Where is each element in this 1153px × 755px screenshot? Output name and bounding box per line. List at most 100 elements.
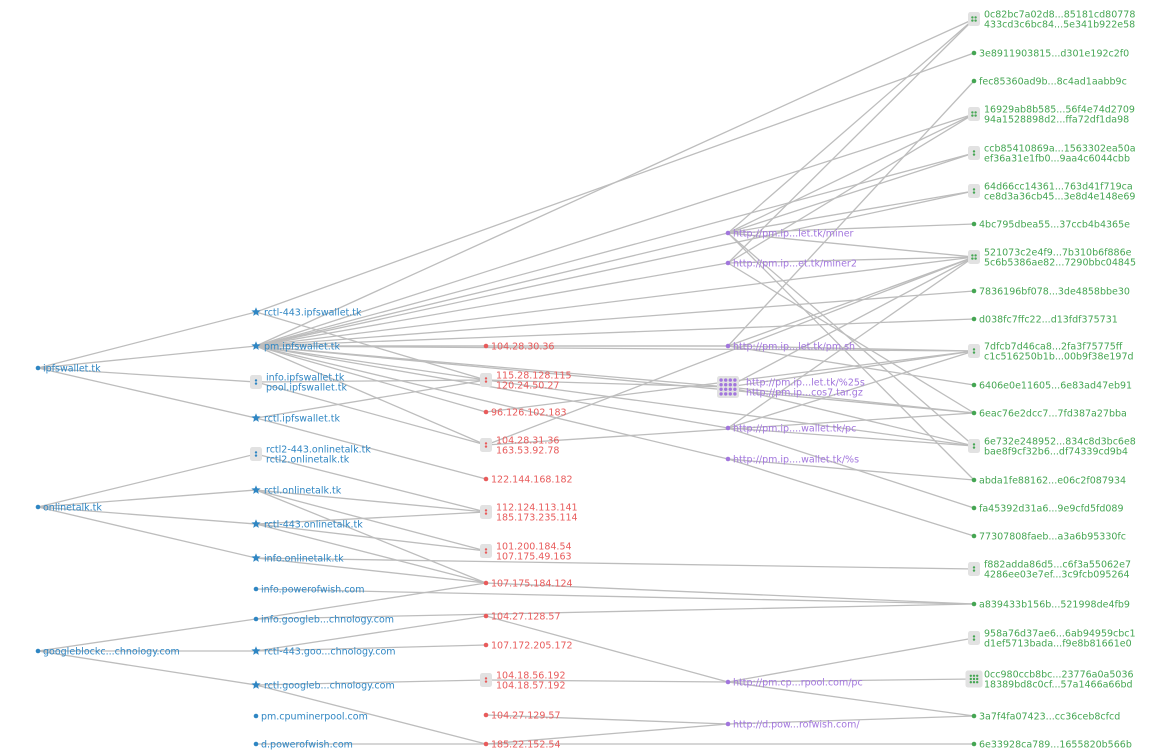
domain-node[interactable]: rctl.onlinetalk.tk [251, 485, 342, 497]
edge-line [255, 152, 975, 347]
edge-line [727, 18, 975, 264]
domain-node[interactable]: ipfswallet.tk [35, 364, 101, 375]
domain-node[interactable]: rctl.ipfswallet.tk [251, 413, 340, 425]
hash-node-icon [971, 477, 977, 483]
ip-node[interactable]: 104.28.30.36 [483, 342, 555, 353]
ip-node[interactable]: 104.27.128.57 [483, 612, 561, 623]
hash-node[interactable]: 6e33928ca789...1655820b566b [971, 740, 1132, 751]
edge-line [727, 350, 975, 429]
ip-label: 104.27.129.57 [491, 711, 561, 722]
edge-line [255, 417, 487, 480]
hash-node[interactable]: 0c82bc7a02d8...85181cd80778433cd3c6bc84.… [968, 10, 1135, 31]
ip-node[interactable]: 104.27.129.57 [483, 711, 561, 722]
nodes-layer: ipfswallet.tk onlinetalk.tk googleblockc..… [35, 10, 1136, 751]
edge-line [37, 506, 257, 559]
hash-node-icon [971, 78, 977, 84]
ip-node[interactable]: 122.144.168.182 [483, 475, 573, 486]
url-node-icon [725, 343, 731, 349]
domain-node[interactable]: info.onlinetalk.tk [251, 553, 344, 565]
hash-label: 521073c2e4f9...7b310b6f886e [984, 248, 1132, 259]
hash-node[interactable]: fec85360ad9b...8c4ad1aabb9c [971, 77, 1127, 88]
edge-line [255, 684, 487, 745]
domain-node[interactable]: info.googleb...chnology.com [253, 615, 394, 626]
domain-node[interactable]: info.powerofwish.com [253, 585, 365, 596]
hash-node[interactable]: 3a7f4fa07423...cc36ceb8cfcd [971, 712, 1121, 723]
domain-node-icon [253, 741, 259, 747]
edge-line [255, 381, 487, 446]
ip-node[interactable]: 96.126.102.183 [483, 408, 567, 419]
hash-node-icon [971, 601, 977, 607]
domain-node[interactable]: pm.cpuminerpool.com [253, 712, 368, 723]
url-node[interactable]: http://pm.cp...rpool.com/pc [725, 678, 863, 689]
hash-node[interactable]: 77307808faeb...a3a6b95330fc [971, 532, 1126, 543]
hash-node[interactable]: 16929ab8b585...56f4e74d270994a1528898d2.… [968, 105, 1135, 126]
hash-node-icon [971, 221, 977, 227]
hash-node[interactable]: 0cc980ccb8bc...23776a0a503618389bd8c0cf.… [965, 670, 1134, 691]
edge-line [255, 345, 975, 414]
domain-node[interactable]: pm.ipfswallet.tk [251, 341, 340, 353]
edge-line [255, 588, 975, 605]
edge-line [37, 506, 257, 525]
url-node[interactable]: http://pm.ip...let.tk/pm.sh [725, 342, 855, 353]
hash-node[interactable]: 4bc795dbea55...37ccb4b4365e [971, 220, 1130, 231]
hash-node[interactable]: 521073c2e4f9...7b310b6f886e5c6b5386ae82.… [968, 248, 1136, 269]
hash-node[interactable]: 7dfcb7d46ca8...2fa3f75775ffc1c516250b1b.… [968, 342, 1134, 363]
edge-line [727, 256, 975, 347]
edge-line [37, 650, 257, 686]
hash-label: 7836196bf078...3de4858bbe30 [979, 287, 1130, 298]
hash-node[interactable]: 7836196bf078...3de4858bbe30 [971, 287, 1130, 298]
domain-node[interactable]: googleblockc...chnology.com [35, 647, 180, 658]
ip-node[interactable]: 107.175.184.124 [483, 579, 573, 590]
hash-label: 16929ab8b585...56f4e74d2709 [984, 105, 1135, 116]
star-icon [251, 307, 261, 316]
hash-node[interactable]: 64d66cc14361...763d41f719cace8d3a36cb45.… [968, 182, 1135, 203]
ip-node[interactable]: 107.172.205.172 [483, 641, 573, 652]
domain-node[interactable]: rctl.googleb...chnology.com [251, 680, 395, 692]
hash-node[interactable]: fa45392d31a6...9e9cfd5fd089 [971, 504, 1124, 515]
hash-node[interactable]: 6e732e248952...834c8d3bc6e8bae8f9cf32b6.… [968, 437, 1136, 458]
edge-line [727, 681, 975, 717]
url-node[interactable]: http://pm.ip...et.tk/miner2 [725, 259, 857, 270]
url-node[interactable]: http://d.pow...rofwish.com/ [725, 720, 861, 731]
hash-node[interactable]: 3e8911903815...d301e192c2f0 [971, 49, 1129, 60]
hash-node[interactable]: 958a76d37ae6...6ab94959cbc1d1ef5713bada.… [968, 629, 1136, 650]
edge-line [255, 679, 487, 686]
domain-node[interactable]: onlinetalk.tk [35, 503, 103, 514]
group-cluster-icon [717, 376, 739, 398]
hash-node[interactable]: f882adda86d5...c6f3a55062e74286ee03e7ef.… [968, 560, 1131, 581]
edge-line [727, 113, 975, 234]
hash-node[interactable]: a839433b156b...521998de4fb9 [971, 600, 1130, 611]
hash-node[interactable]: d038fc7ffc22...d13fdf375731 [971, 315, 1118, 326]
hash-node[interactable]: 6406e0e11605...6e83ad47eb91 [971, 381, 1132, 392]
hash-label: d1ef5713bada...f9e8b81661e0 [984, 639, 1132, 650]
hash-node[interactable]: 6eac76e2dcc7...7fd387a27bba [971, 409, 1127, 420]
edge-line [255, 644, 487, 652]
domain-node[interactable]: rctl-443.ipfswallet.tk [251, 307, 362, 319]
hash-node[interactable]: abda1fe88162...e06c2f087934 [971, 476, 1126, 487]
hash-label: 77307808faeb...a3a6b95330fc [979, 532, 1126, 543]
hash-node[interactable]: ccb85410869a...1563302ea50aef36a31e1fb0.… [968, 144, 1136, 165]
domain-label: d.powerofwish.com [261, 740, 353, 751]
ip-node[interactable]: 185.22.152.54 [483, 740, 561, 751]
url-node[interactable]: http://pm.ip....wallet.tk/pc [725, 424, 857, 435]
hash-node-icon [971, 410, 977, 416]
hash-label: d038fc7ffc22...d13fdf375731 [979, 315, 1118, 326]
group-cluster-icon [968, 184, 980, 198]
edge-line [255, 379, 487, 383]
url-node[interactable]: http://pm.ip....wallet.tk/%s [725, 455, 859, 466]
domain-node[interactable]: d.powerofwish.com [253, 740, 353, 751]
edge-line [727, 232, 975, 258]
domain-node[interactable]: rctl-443.onlinetalk.tk [251, 519, 363, 531]
url-label: http://pm.ip...cos7.tar.gz [746, 388, 863, 399]
ip-label: 96.126.102.183 [491, 408, 567, 419]
url-node[interactable]: http://pm.ip...let.tk/miner [725, 229, 854, 240]
domain-node[interactable]: rctl-443.goo...chnology.com [251, 646, 396, 658]
url-node[interactable]: http://pm.ip...let.tk/%25shttp://pm.ip..… [717, 376, 865, 399]
domain-node[interactable]: rctl2-443.onlinetalk.tkrctl2.onlinetalk.… [250, 445, 371, 466]
